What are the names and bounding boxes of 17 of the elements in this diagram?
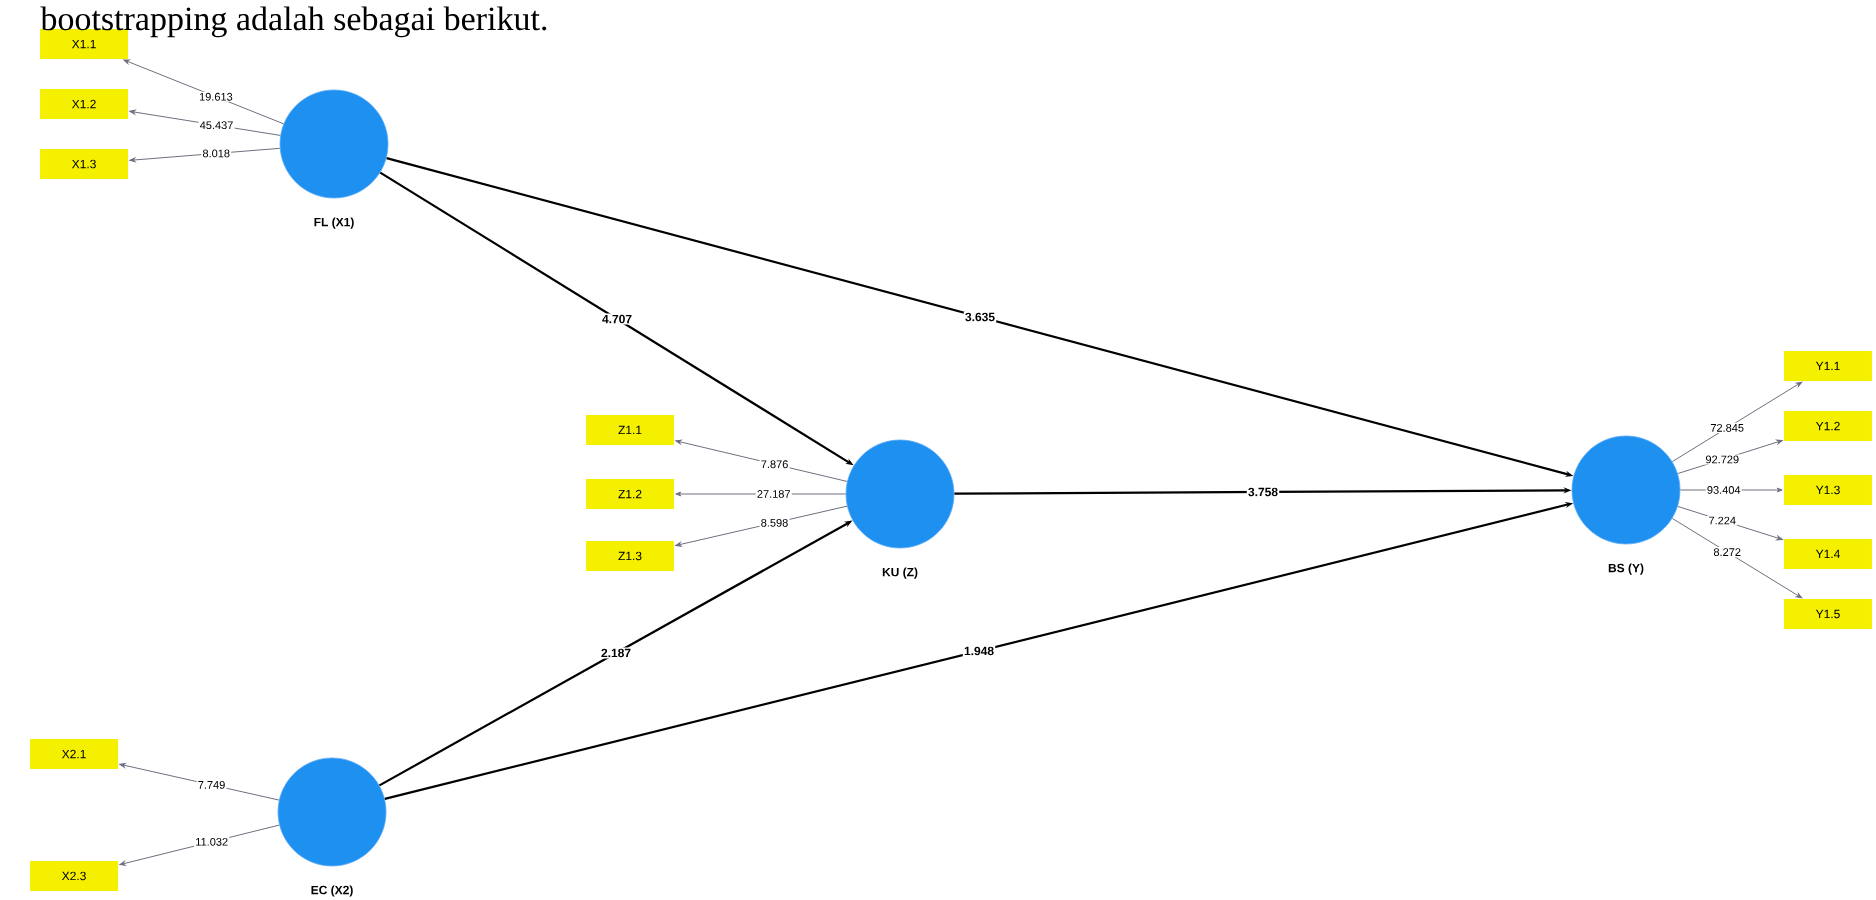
arrow (675, 439, 848, 482)
arrow (1677, 505, 1783, 541)
arrow (129, 109, 281, 136)
latent-circle (277, 757, 387, 867)
arrow (1671, 517, 1803, 599)
arrow (1671, 381, 1803, 463)
arrow (123, 59, 284, 125)
arrow (129, 147, 281, 163)
latent-circle (845, 439, 955, 549)
latent-circle (279, 89, 389, 199)
arrow (675, 505, 848, 547)
arrow (1679, 487, 1783, 493)
latent-circle (1571, 435, 1681, 545)
arrow (1677, 439, 1783, 475)
arrow (675, 491, 847, 497)
arrow (119, 824, 280, 866)
arrow (119, 763, 280, 801)
